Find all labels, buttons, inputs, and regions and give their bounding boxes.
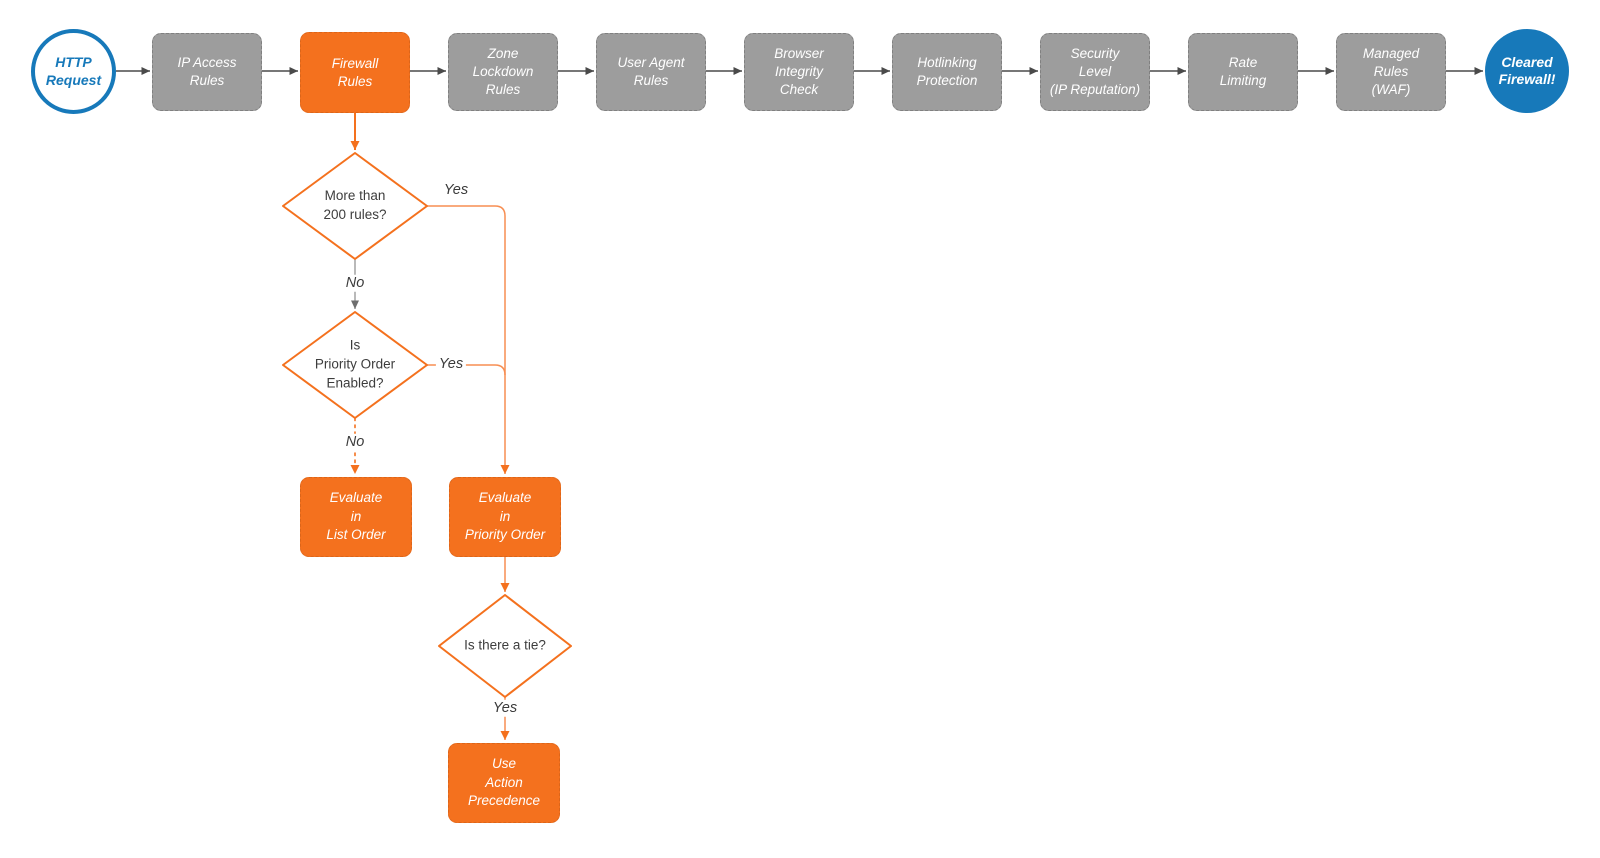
evaluate-in-list-order-label: Evaluate in List Order xyxy=(326,490,386,543)
managed-rules-waf-label: Managed Rules (WAF) xyxy=(1362,46,1420,97)
node-evaluate-in-priority-order: Evaluate in Priority Order xyxy=(449,477,561,557)
edge-label-no-1: No xyxy=(342,274,368,292)
use-action-precedence-label: Use Action Precedence xyxy=(467,756,541,809)
user-agent-rules-label: User Agent Rules xyxy=(617,55,685,88)
node-hotlinking-protection: Hotlinking Protection xyxy=(892,33,1002,111)
node-browser-integrity-check: Browser Integrity Check xyxy=(744,33,854,111)
evaluate-in-priority-order-label: Evaluate in Priority Order xyxy=(464,490,546,543)
browser-integrity-check-label: Browser Integrity Check xyxy=(774,46,824,97)
decision-more-than-200-rules-shape xyxy=(282,152,428,260)
node-security-level: Security Level (IP Reputation) xyxy=(1040,33,1150,111)
node-firewall-rules: Firewall Rules xyxy=(300,32,410,113)
node-managed-rules-waf: Managed Rules (WAF) xyxy=(1336,33,1446,111)
connector-decision1-yes-to-priority-order xyxy=(427,205,510,474)
zone-lockdown-rules-label: Zone Lockdown Rules xyxy=(472,46,534,97)
decision-is-there-a-tie-label: Is there a tie? xyxy=(464,637,546,653)
node-cleared-firewall: Cleared Firewall! xyxy=(1485,29,1569,113)
node-http-request: HTTP Request xyxy=(31,29,116,114)
node-user-agent-rules: User Agent Rules xyxy=(596,33,706,111)
hotlinking-protection-label: Hotlinking Protection xyxy=(916,55,978,88)
node-ip-access-rules: IP Access Rules xyxy=(152,33,262,111)
decision-priority-order-enabled-label: Is Priority Order Enabled? xyxy=(314,337,396,391)
edge-label-yes-1: Yes xyxy=(440,181,472,199)
edge-label-yes-3: Yes xyxy=(489,699,521,717)
http-request-label: HTTP Request xyxy=(45,54,102,88)
decision-is-there-a-tie-shape xyxy=(438,594,572,698)
security-level-label: Security Level (IP Reputation) xyxy=(1049,46,1141,97)
decision-more-than-200-rules-label: More than 200 rules? xyxy=(323,188,387,222)
decision-priority-order-enabled-shape xyxy=(282,311,428,419)
node-evaluate-in-list-order: Evaluate in List Order xyxy=(300,477,412,557)
node-rate-limiting: Rate Limiting xyxy=(1188,33,1298,111)
edge-label-yes-2: Yes xyxy=(435,355,467,373)
ip-access-rules-label: IP Access Rules xyxy=(177,55,237,88)
edge-label-no-2: No xyxy=(342,433,368,451)
node-use-action-precedence: Use Action Precedence xyxy=(448,743,560,823)
node-zone-lockdown-rules: Zone Lockdown Rules xyxy=(448,33,558,111)
rate-limiting-label: Rate Limiting xyxy=(1219,55,1267,88)
connector-decision2-yes-join xyxy=(427,364,506,376)
cleared-firewall-label: Cleared Firewall! xyxy=(1498,53,1556,88)
firewall-rules-label: Firewall Rules xyxy=(331,55,379,89)
